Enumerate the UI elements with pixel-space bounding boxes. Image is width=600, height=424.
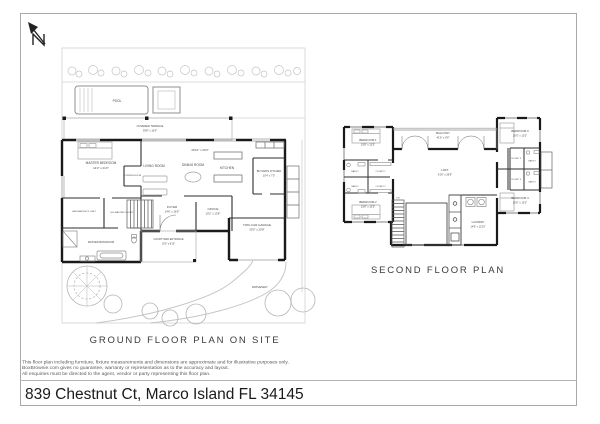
master-bath-fixtures	[62, 230, 137, 262]
label-driveway: DRIVEWAY	[252, 285, 268, 289]
label-dining-room: DINING ROOM	[182, 163, 204, 167]
label-bedroom4: BEDROOM 4	[511, 196, 529, 200]
balcony-french-doors	[401, 135, 485, 150]
ground-site-boundary	[61, 47, 306, 324]
spa	[152, 86, 181, 114]
second-windows	[343, 117, 541, 246]
shrub-row	[67, 65, 301, 78]
disclaimer-line-3: All enquiries must be directed to the ag…	[22, 371, 211, 377]
label-bath3: BATH 3	[528, 160, 536, 163]
label-closet1: CLOSET 1	[375, 171, 386, 173]
open-to-below	[405, 202, 448, 246]
label-closet2: CLOSET 2	[375, 186, 386, 188]
label-office: OFFICE	[208, 207, 219, 211]
trees	[66, 265, 316, 327]
label-bedroom2-dims: 15'8" x 12'5"	[361, 205, 375, 209]
second-furniture	[351, 122, 515, 220]
courtyard-porch	[140, 230, 197, 263]
label-bedroom2: BEDROOM 2	[359, 200, 377, 204]
utility-column-second	[448, 194, 462, 246]
label-bedroom4-dims: 20'0" x 12'0"	[513, 201, 527, 205]
label-her-master-closet: HER MASTER CLOSET	[72, 210, 96, 213]
address-text: 839 Chestnut Ct, Marco Island FL 34145	[25, 386, 304, 403]
label-living-room: LIVING ROOM	[143, 164, 165, 168]
disclaimer-line-2: BoxBrownie.com gives no guarantee, warra…	[22, 365, 230, 371]
label-courtyard-entrance: COURTYARD ENTRANCE	[153, 238, 183, 241]
second-bath-fixtures	[346, 150, 540, 194]
ground-windows	[61, 138, 278, 261]
label-covered-terrace-dims: 39'8" x 10'0"	[143, 129, 157, 133]
pool	[74, 85, 149, 115]
second-floor-title: SECOND FLOOR PLAN	[370, 265, 506, 276]
label-courtyard-entrance-dims: 19'0" x 8'10"	[162, 243, 175, 246]
page-border	[20, 13, 577, 406]
label-bedroom3-dims: 20'0" x 12'0"	[513, 134, 527, 138]
driveway-curves	[95, 259, 287, 324]
second-outer-closets	[540, 151, 553, 189]
north-arrow-icon	[28, 22, 46, 47]
label-covered-terrace: COVERED TERRACE	[137, 124, 164, 128]
label-closet4: CLOSET 4	[511, 179, 522, 181]
utility-closets-ground	[286, 165, 300, 219]
laundry-appliances	[465, 197, 487, 207]
label-closet3: CLOSET 3	[511, 158, 522, 160]
label-pool: POOL	[113, 99, 122, 103]
ground-interior-walls	[62, 140, 285, 231]
label-bath2: BATH 2	[351, 185, 359, 188]
label-bath1: BATH 1	[351, 170, 359, 173]
label-office-dims: 10'2" x 13'8"	[206, 212, 221, 216]
ground-floor-title: GROUND FLOOR PLAN ON SITE	[89, 335, 281, 346]
label-laundry: LAUNDRY	[472, 220, 485, 224]
label-garage-dims: 20'0" x 20'8"	[249, 228, 264, 232]
label-foyer: FOYER	[167, 205, 178, 209]
label-laundry-dims: 14'8" x 12'10"	[470, 226, 485, 229]
label-garage: TWO-CAR GARAGE	[243, 223, 271, 227]
stairs-ground	[126, 199, 154, 229]
label-balcony: BALCONY	[436, 131, 450, 135]
label-great-room-dims: 40'10" x 20'0"	[191, 148, 208, 152]
kitchen-islands	[213, 141, 285, 183]
disclaimer-block: This floor plan including furniture, fix…	[22, 360, 416, 377]
label-loft: LOFT	[441, 168, 449, 172]
label-bedroom1: BEDROOM 1	[359, 138, 377, 142]
label-master-bedroom: MASTER BEDROOM	[86, 161, 117, 165]
label-bath4: BATH 4	[528, 181, 536, 184]
label-master-bedroom-dims: 14'2" x 21'0"	[93, 166, 109, 170]
disclaimer-line-1: This floor plan including furniture, fix…	[22, 360, 289, 365]
ground-furniture	[77, 141, 202, 196]
footer-divider	[20, 380, 577, 381]
label-butlers-kitchen-dims: 10'4" x 7'0"	[263, 175, 275, 178]
label-powder-room: POWDER ROOM	[124, 175, 141, 177]
label-bedroom1-dims: 15'8" x 12'5"	[361, 143, 375, 147]
label-bedroom3: BEDROOM 3	[511, 129, 529, 133]
covered-terrace	[62, 116, 233, 141]
label-master-bathroom: MASTER BATHROOM	[88, 240, 114, 244]
label-loft-dims: 41'6" x 26'9"	[438, 173, 452, 177]
balcony-railing	[393, 127, 498, 149]
label-foyer-dims: 14'6" x 16'5"	[165, 210, 180, 214]
label-butlers-kitchen: BUTLER'S KITCHEN	[257, 169, 282, 173]
label-stairs-dn: DN	[397, 198, 400, 200]
label-balcony-dims: 41'6" x 6'9"	[437, 136, 450, 140]
entry-door	[159, 214, 177, 232]
stairs-second	[391, 199, 405, 248]
label-his-master-closet: HIS MASTER CLOSET	[111, 211, 134, 214]
label-kitchen: KITCHEN	[220, 166, 235, 170]
